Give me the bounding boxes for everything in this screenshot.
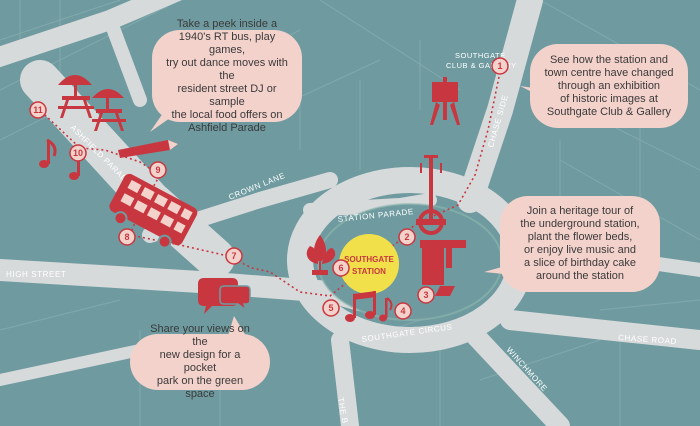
svg-text:8: 8 <box>124 232 129 242</box>
label-club-gallery-2: CLUB & GALLERY <box>446 61 517 70</box>
marker-11[interactable]: 11 <box>29 101 47 119</box>
music-notes-icon <box>345 291 393 322</box>
plant-icon <box>306 235 336 275</box>
marker-4[interactable]: 4 <box>394 302 412 320</box>
marker-6[interactable]: 6 <box>332 259 350 277</box>
marker-3[interactable]: 3 <box>417 286 435 304</box>
bubble-heritage: Join a heritage tour of the underground … <box>500 196 660 292</box>
svg-text:2: 2 <box>404 232 409 242</box>
label-station-1: SOUTHGATE <box>344 255 394 264</box>
picnic-table-icon <box>58 75 126 131</box>
marker-10[interactable]: 10 <box>69 144 87 162</box>
music-notes-icon <box>39 138 80 180</box>
svg-text:11: 11 <box>33 105 43 115</box>
easel-icon <box>430 77 460 125</box>
bus-icon <box>109 173 198 249</box>
label-station-2: STATION <box>352 267 386 276</box>
marker-2[interactable]: 2 <box>398 228 416 246</box>
marker-8[interactable]: 8 <box>118 228 136 246</box>
svg-text:6: 6 <box>338 263 343 273</box>
svg-text:5: 5 <box>328 303 333 313</box>
marker-9[interactable]: 9 <box>149 161 167 179</box>
svg-text:3: 3 <box>423 290 428 300</box>
bubble-tail-pocket-park <box>228 316 246 336</box>
marker-7[interactable]: 7 <box>225 247 243 265</box>
label-club-gallery-1: SOUTHGATE <box>455 51 506 60</box>
bubble-gallery: See how the station and town centre have… <box>530 44 688 128</box>
svg-text:4: 4 <box>400 306 405 316</box>
bubble-ashfield: Take a peek inside a 1940's RT bus, play… <box>152 18 302 134</box>
svg-text:7: 7 <box>231 251 236 261</box>
station-circle <box>339 234 399 294</box>
street-high-street: HIGH STREET <box>6 270 66 279</box>
street-chase-road: CHASE ROAD <box>618 333 677 346</box>
marker-5[interactable]: 5 <box>322 299 340 317</box>
roundel-icon <box>416 155 466 296</box>
route-markers: 1 2 3 4 5 6 7 8 9 10 11 <box>29 57 509 320</box>
pencil-icon <box>118 140 178 158</box>
speech-bubbles-icon <box>198 278 251 314</box>
svg-text:1: 1 <box>497 61 502 71</box>
bubble-pocket-park: Share your views on the new design for a… <box>130 323 270 400</box>
svg-text:9: 9 <box>155 165 160 175</box>
svg-text:10: 10 <box>73 148 83 158</box>
marker-1[interactable]: 1 <box>491 57 509 75</box>
